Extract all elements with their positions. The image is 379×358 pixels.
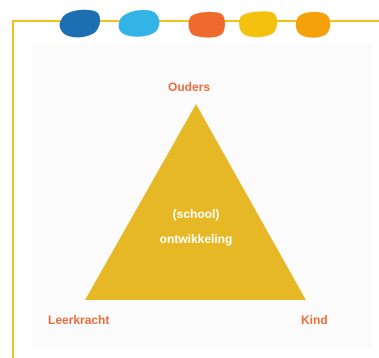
child-label: Kind	[301, 313, 328, 327]
orange-pebble	[188, 11, 225, 38]
left-frame-line	[12, 20, 14, 358]
blue-pebble	[59, 9, 101, 38]
center-label-line-2: ontwikkeling	[159, 232, 233, 246]
development-triangle	[85, 104, 306, 300]
yellow-pebble	[239, 11, 278, 38]
amber-pebble	[295, 11, 331, 38]
parents-label: Ouders	[168, 80, 211, 94]
light-blue-pebble	[118, 9, 160, 37]
center-label-line-1: (school)	[172, 207, 220, 221]
teacher-label: Leerkracht	[48, 313, 110, 327]
